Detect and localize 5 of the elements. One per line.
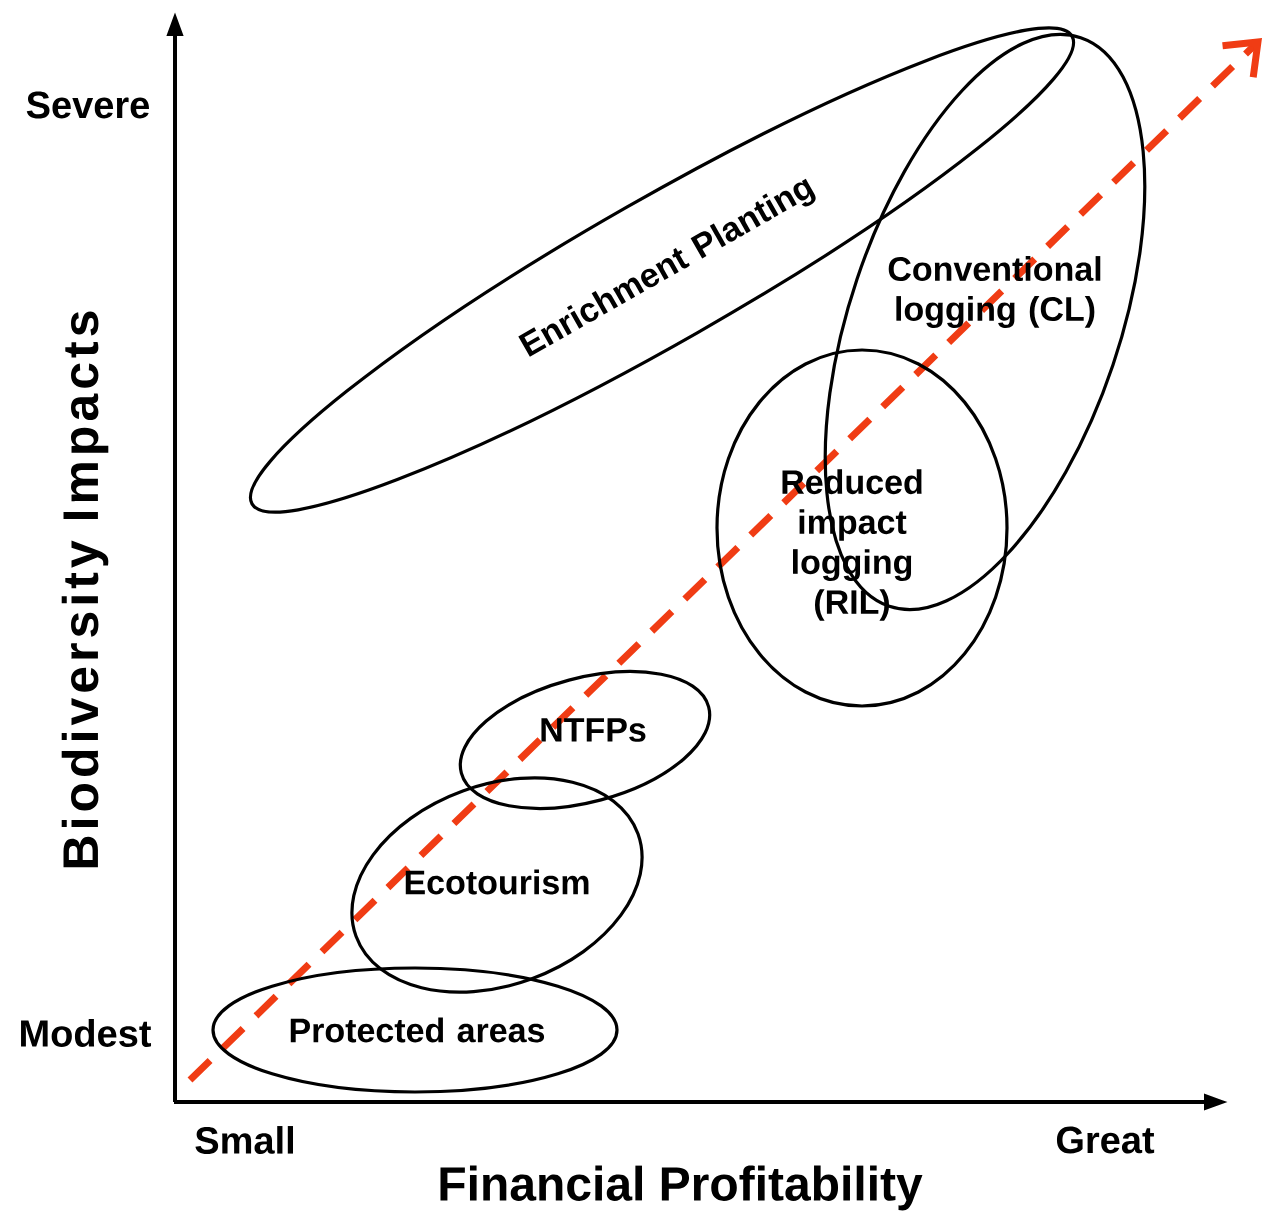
axis-label: Biodiversity Impacts [61,311,109,868]
axis-label: Severe [26,91,149,119]
axis-label: Modest [21,1019,151,1047]
axis-label: Financial Profitability [440,1165,923,1211]
axis-label: Great [1056,1126,1155,1154]
